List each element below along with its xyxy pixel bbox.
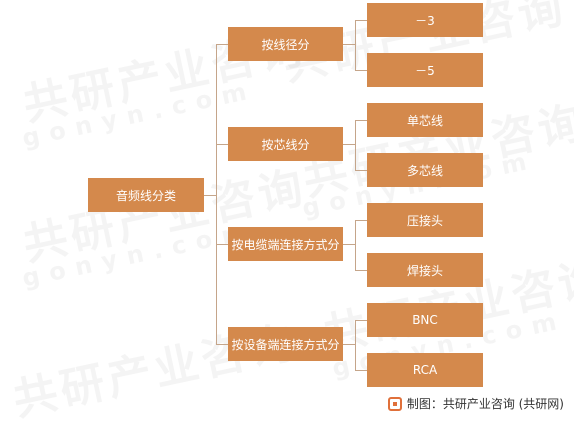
leaf-node: 单芯线	[367, 103, 483, 137]
leaf-node: 压接头	[367, 203, 483, 237]
leaf-node: －3	[367, 3, 483, 37]
connector-cat-3-branch	[355, 220, 356, 270]
leaf-node: －5	[367, 53, 483, 87]
watermark-brand-cn: 共研产业咨询	[8, 316, 302, 427]
leaf-node: 多芯线	[367, 153, 483, 187]
connector-leaf	[355, 70, 367, 71]
connector-leaf	[355, 120, 367, 121]
leaf-node: 焊接头	[367, 253, 483, 287]
category-node-wire-diameter: 按线径分	[228, 27, 343, 61]
connector-cat-4-branch	[355, 320, 356, 370]
connector-cat-1	[216, 44, 228, 45]
connector-cat-2-branch	[355, 120, 356, 170]
leaf-node: RCA	[367, 353, 483, 387]
connector-cat-1-branch	[355, 20, 356, 70]
connector-cat-4-out	[343, 344, 355, 345]
category-node-cable-end: 按电缆端连接方式分	[228, 227, 343, 261]
connector-leaf	[355, 370, 367, 371]
source-text: 制图：共研产业咨询 (共研网)	[406, 397, 564, 411]
category-node-core: 按芯线分	[228, 127, 343, 161]
leaf-node: BNC	[367, 303, 483, 337]
connector-leaf	[355, 20, 367, 21]
watermark-brand-en: gonyn.com	[19, 215, 259, 293]
connector-leaf	[355, 170, 367, 171]
connector-cat-2	[216, 144, 228, 145]
root-node: 音频线分类	[88, 178, 204, 212]
source-footer: 制图：共研产业咨询 (共研网)	[387, 395, 564, 412]
category-node-device-end: 按设备端连接方式分	[228, 327, 343, 361]
connector-leaf	[355, 270, 367, 271]
connector-root	[204, 195, 216, 196]
brand-logo-icon	[387, 396, 402, 411]
connector-cat-1-out	[343, 44, 355, 45]
connector-cat-3-out	[343, 244, 355, 245]
connector-leaf	[355, 220, 367, 221]
watermark-brand-en: gonyn.com	[19, 75, 259, 153]
connector-leaf	[355, 320, 367, 321]
connector-cat-3	[216, 244, 228, 245]
connector-cat-4	[216, 344, 228, 345]
connector-trunk	[216, 44, 217, 345]
connector-cat-2-out	[343, 144, 355, 145]
